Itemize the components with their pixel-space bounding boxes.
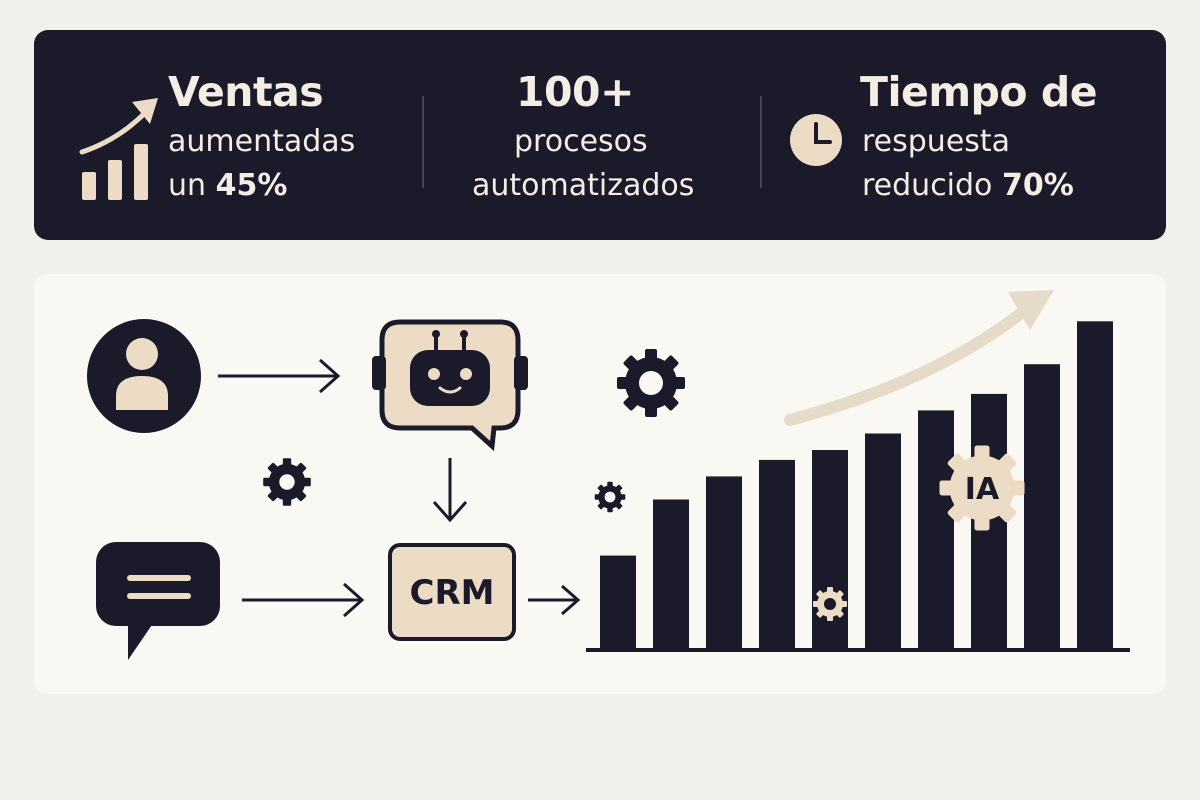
growth-chart-icon (79, 98, 158, 200)
gear-icon (263, 458, 311, 506)
chart-bar (759, 459, 795, 648)
chart-bar (1024, 364, 1060, 648)
chat-message-icon (96, 542, 220, 660)
sales-value: 45% (215, 168, 288, 203)
ai-label: IA (964, 472, 1000, 507)
arrow-down-icon (432, 458, 468, 523)
response-value-prefix: reducido (862, 168, 1002, 203)
trend-arrow (784, 290, 1054, 426)
crm-label: CRM (409, 573, 495, 613)
chart-bar (1077, 321, 1113, 648)
chart-bar (600, 555, 636, 648)
response-value: 70% (1001, 168, 1074, 203)
crm-box (388, 543, 516, 641)
stats-panel (34, 30, 1166, 240)
gear-fragment-icon (594, 481, 626, 513)
response-value-line: reducido 70% (862, 168, 1074, 203)
processes-subtitle: procesos (514, 124, 648, 159)
user-icon (87, 319, 201, 433)
sales-value-line: un 45% (168, 168, 287, 203)
chart-bar (918, 410, 954, 648)
sales-subtitle: aumentadas (168, 124, 356, 159)
chart-bar (865, 433, 901, 648)
sales-title: Ventas (168, 68, 324, 116)
growth-bar-chart (600, 321, 1113, 648)
chatbot-icon (372, 319, 528, 452)
processes-detail: automatizados (472, 168, 695, 203)
response-title: Tiempo de (860, 68, 1098, 116)
arrow-icon (528, 584, 581, 616)
processes-title: 100+ (516, 68, 634, 116)
arrow-icon (242, 582, 365, 618)
response-subtitle: respuesta (862, 124, 1011, 159)
stats-divider (422, 96, 424, 188)
gear-icon (617, 349, 685, 417)
arrow-icon (218, 358, 341, 394)
chart-bar (653, 499, 689, 648)
clock-icon (790, 114, 842, 166)
chart-bar (706, 476, 742, 648)
sales-value-prefix: un (168, 168, 216, 203)
stats-divider (760, 96, 762, 188)
gear-icon (813, 587, 847, 621)
